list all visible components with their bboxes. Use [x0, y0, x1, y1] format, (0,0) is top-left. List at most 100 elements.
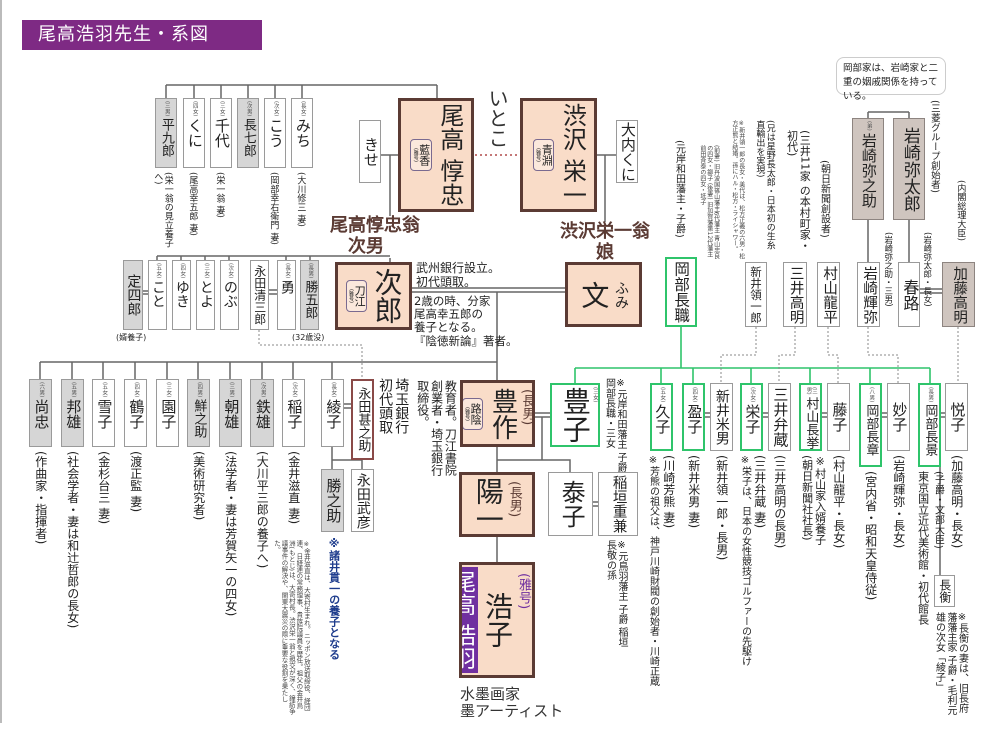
pen-name-label: (雅号)	[535, 148, 542, 162]
person-box-ryohei[interactable]: 村山龍平	[817, 262, 840, 327]
person-box-nagahira[interactable]: 長衡	[934, 575, 955, 607]
person-box-kise[interactable]: きせ	[359, 120, 381, 183]
annotation-atsutada-son: 尾高惇忠翁 次男	[330, 215, 420, 257]
rank-label: (長男)	[307, 263, 314, 279]
person-name: 永田甚之助	[355, 387, 371, 452]
person-box-hosaku[interactable]: (長男)豊作路陰(雅号)	[460, 380, 535, 447]
person-box-takehiko[interactable]: 永田武彦	[351, 469, 374, 532]
person-box-michi[interactable]: (長女)みち	[291, 98, 313, 168]
rank-label: (三男)	[163, 101, 170, 117]
person-box-asao[interactable]: (三男)朝雄	[219, 379, 242, 447]
person-box-teruya[interactable]: 岩崎輝弥	[857, 262, 880, 327]
person-box-yoneo[interactable]: 新井米男	[710, 383, 733, 451]
rank-label: (長男)	[519, 389, 535, 426]
person-box-kunio[interactable]: (五男)邦雄	[61, 379, 84, 447]
annotation-inagaki-note: ※元鳥羽藩主 子爵 稲垣長敬の孫	[604, 540, 628, 648]
annotation-katsunosuke-note: ※諸井貫一の養子となる	[327, 537, 341, 660]
person-box-yuki[interactable]: (四女)ゆき	[172, 260, 191, 330]
person-box-tsuruko[interactable]: (四女)鶴子	[124, 379, 147, 447]
person-box-fujiko[interactable]: 藤子	[827, 383, 850, 451]
person-box-yoichi[interactable]: (長男)陽一	[459, 472, 535, 537]
person-box-yataro[interactable]: 岩崎弥太郎	[893, 118, 925, 220]
person-note-nagataka: (朝日新聞社社長)	[800, 455, 814, 541]
person-box-heikuro[interactable]: (三男)平九郎	[155, 98, 177, 168]
rank-label: (長男)	[927, 387, 934, 403]
person-box-nobu[interactable]: (次女)のぶ	[220, 260, 239, 330]
person-box-hisako[interactable]: (五女)久子	[650, 383, 673, 451]
person-note-yukiko: (金杉台三 妻)	[96, 451, 111, 525]
person-box-nagaakira[interactable]: (八男)岡部長章	[859, 383, 882, 467]
person-box-eiko[interactable]: (次女)栄子	[740, 383, 763, 451]
rank-label: (五女)	[101, 382, 108, 398]
person-box-kato[interactable]: 加藤高明	[942, 262, 975, 327]
person-box-nagataka[interactable]: (三男)村山長挙	[799, 383, 822, 451]
person-box-atsutada[interactable]: 尾高 惇忠藍香(雅号)	[398, 98, 474, 212]
rank-label: (長女)	[299, 101, 306, 117]
person-box-toyoko[interactable]: (三女)豊子	[550, 383, 600, 447]
person-box-haruji[interactable]: 春路	[898, 262, 920, 327]
person-box-kou[interactable]: (次女)こう	[264, 98, 286, 168]
annotation-toyoko-note: ※元岸和田藩主 子爵 岡部長職・三女	[603, 378, 627, 473]
person-name: 岡部長景	[922, 404, 938, 457]
rank-label: (三女)	[203, 263, 210, 279]
person-note-ryohei: (朝日新聞創設者)	[818, 160, 830, 238]
person-box-chiyo[interactable]: (三女)千代	[210, 98, 232, 168]
person-box-katsugoro[interactable]: (長男)勝五郎	[300, 260, 319, 330]
person-note-michi: (大川修三 妻)	[295, 172, 306, 227]
person-box-jiro[interactable]: 次郎刀江(雅号)	[335, 262, 412, 330]
person-box-ouchi[interactable]: 大内くに	[616, 120, 638, 183]
rank-label: (次女)	[291, 382, 298, 398]
person-box-eiichi[interactable]: 渋沢 栄一青淵(雅号)	[520, 98, 597, 212]
person-box-takaaki[interactable]: 三井高明	[783, 262, 807, 327]
person-box-koto[interactable]: (五女)こと	[148, 260, 167, 330]
annotation-eiichi-daughter: 渋沢栄一翁 娘	[560, 221, 650, 263]
person-name: 岩崎弥之助	[859, 132, 878, 208]
annotation-kanai-note: ※金井滋直は、大寄村生まれ。ニッポン放送取締役、経団連、日経連の常務理事、貴族院…	[272, 540, 311, 715]
person-name: 浩子	[481, 592, 514, 648]
person-name: 春路	[900, 278, 920, 311]
person-box-ineko[interactable]: (次女)稲子	[282, 379, 305, 447]
person-name: 稲子	[285, 399, 304, 430]
person-box-fumi[interactable]: ふみ文	[565, 262, 642, 327]
person-name: 邦雄	[64, 399, 83, 430]
person-name: こと	[149, 280, 166, 309]
person-box-ryoichiro[interactable]: 新井領一郎	[745, 262, 767, 327]
annotation-ryoichiro-small: ※新井領一郎の長女・美代は、松方正義の六男・松方正熊と結婚。孫にハル・松方・ライ…	[730, 120, 745, 259]
person-box-tetsuo[interactable]: (次男)鉄雄	[250, 379, 274, 447]
person-box-yasuko[interactable]: 泰子	[548, 472, 593, 536]
person-box-isamu[interactable]: (長女)勇	[277, 260, 296, 330]
person-name: 岩崎弥太郎	[899, 126, 920, 212]
person-box-taeko[interactable]: 妙子	[887, 383, 910, 451]
person-box-sonoko[interactable]: (三女)園子	[156, 379, 179, 447]
person-box-yukiko[interactable]: (五女)雪子	[92, 379, 115, 447]
person-name: 定四郎	[125, 274, 142, 316]
person-box-nagamoto[interactable]: 岡部長職	[665, 257, 697, 327]
pen-name-badge: 刀江(雅号)	[345, 280, 368, 312]
person-name: 朝雄	[222, 399, 241, 430]
person-box-nagakage[interactable]: (長男)岡部長景	[918, 383, 941, 467]
person-name: 悦子	[948, 402, 967, 432]
person-note-benzo: (三井高明の長男)	[772, 455, 787, 549]
person-name: 鶴子	[127, 399, 146, 430]
person-box-naotada[interactable]: (六男)尚忠	[29, 379, 52, 447]
person-box-kuni[interactable]: (四女)くに	[183, 98, 205, 168]
person-box-chohichiro[interactable]: (次男)長七郎	[237, 98, 259, 168]
person-box-katsunosuke[interactable]: 勝之助	[321, 469, 344, 532]
person-name: 妙子	[890, 402, 909, 432]
person-name: 稲垣重兼	[610, 475, 627, 533]
person-box-etsuko[interactable]: 悦子	[945, 383, 968, 451]
person-box-mitsuko[interactable]: (四女)盈子	[682, 383, 705, 451]
person-box-inagaki[interactable]: 稲垣重兼	[598, 472, 638, 536]
person-box-seizaburo[interactable]: 永田清三郎	[250, 260, 269, 330]
person-box-sennosuke[interactable]: (四男)鮮之助	[187, 379, 210, 447]
person-name: 陽一	[471, 476, 505, 533]
rank-label: (次女)	[749, 387, 756, 403]
person-box-benzo[interactable]: 三井弁蔵	[768, 383, 791, 451]
person-box-jinnosuke[interactable]: 永田甚之助	[351, 379, 374, 460]
person-box-teishiro[interactable]: 定四郎	[123, 260, 143, 330]
person-box-yanosuke[interactable]: (弟)岩崎弥之助	[852, 118, 884, 220]
rank-label: (五女)	[155, 263, 162, 279]
person-box-toyo[interactable]: (三女)とよ	[196, 260, 215, 330]
person-box-ayako[interactable]: (長女)綾子	[321, 379, 344, 447]
person-box-hiroko[interactable]: (雅号)浩子尾高 浩羽	[459, 562, 535, 678]
